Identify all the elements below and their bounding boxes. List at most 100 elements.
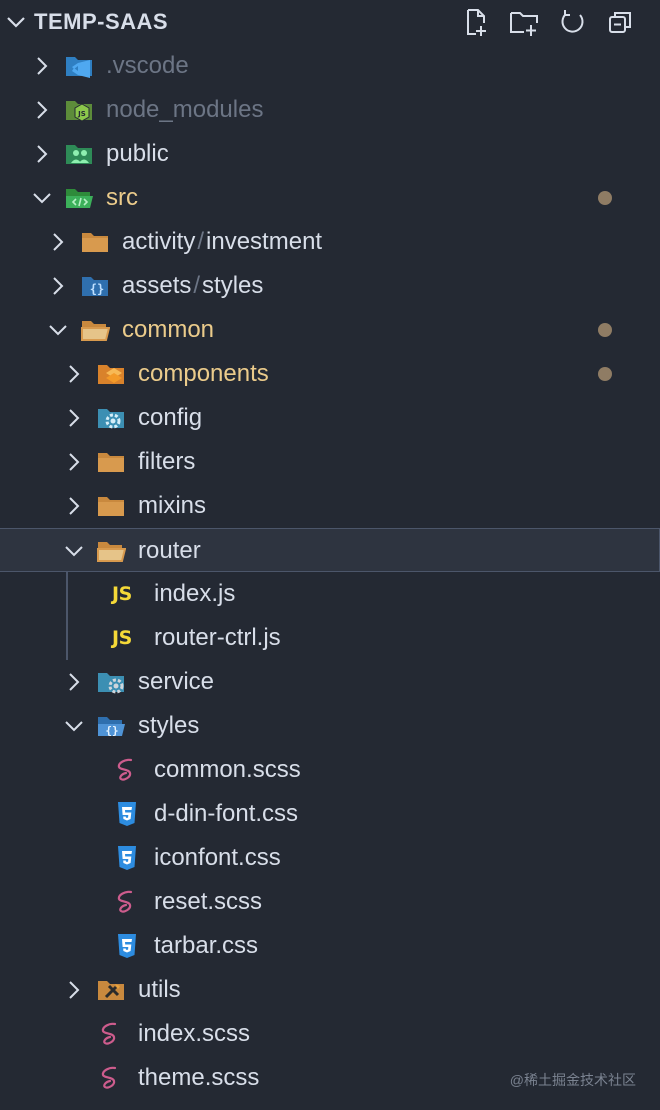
tree-folder-row[interactable]: mixins xyxy=(0,484,660,528)
public-folder-icon xyxy=(64,139,94,169)
tree-item-label: public xyxy=(106,140,169,168)
tree-folder-row[interactable]: utils xyxy=(0,968,660,1012)
tree-item-label: node_modules xyxy=(106,96,263,124)
tree-item-name: public xyxy=(106,140,169,167)
path-separator: / xyxy=(193,272,201,299)
chevron-down-icon[interactable] xyxy=(30,186,54,210)
vscode-folder-icon xyxy=(64,51,94,81)
tree-file-row[interactable]: reset.scss xyxy=(0,880,660,924)
tree-folder-row[interactable]: service xyxy=(0,660,660,704)
chevron-right-icon[interactable] xyxy=(46,274,70,298)
js-file-icon: JS xyxy=(112,627,132,649)
styles-folder-open-icon: {} xyxy=(96,711,126,741)
tree-item-label: theme.scss xyxy=(138,1064,259,1092)
tree-folder-row[interactable]: components xyxy=(0,352,660,396)
chevron-down-icon[interactable] xyxy=(62,714,86,738)
tree-item-label: src xyxy=(106,184,138,212)
tree-item-label: reset.scss xyxy=(154,888,262,916)
sass-file-icon xyxy=(112,887,142,917)
chevron-right-icon[interactable] xyxy=(62,362,86,386)
chevron-right-icon[interactable] xyxy=(62,406,86,430)
tree-item-subfolder: styles xyxy=(202,272,264,299)
js-file-icon: JS xyxy=(112,583,132,605)
tree-item-label: components xyxy=(138,360,269,388)
chevron-down-icon[interactable] xyxy=(62,539,86,563)
tree-folder-row[interactable]: {} assets/styles xyxy=(0,264,660,308)
chevron-right-icon[interactable] xyxy=(62,670,86,694)
tree-item-label: tarbar.css xyxy=(154,932,258,960)
new-folder-icon[interactable] xyxy=(508,6,540,38)
tree-item-name: node_modules xyxy=(106,96,264,123)
folder-open-icon xyxy=(80,315,111,345)
tree-item-name: common xyxy=(122,316,215,343)
svg-text:{}: {} xyxy=(90,282,104,296)
chevron-right-icon[interactable] xyxy=(62,450,86,474)
tree-item-name: theme.scss xyxy=(138,1064,260,1091)
components-folder-icon xyxy=(96,359,126,389)
tree-item-label: mixins xyxy=(138,492,206,520)
tree-item-name: router xyxy=(138,537,201,564)
chevron-right-icon[interactable] xyxy=(30,142,54,166)
sass-file-icon xyxy=(96,1063,126,1093)
chevron-right-icon[interactable] xyxy=(30,54,54,78)
tree-item-label: .vscode xyxy=(106,52,189,80)
tree-item-name: reset.scss xyxy=(154,888,263,915)
chevron-right-icon[interactable] xyxy=(30,98,54,122)
new-file-icon[interactable] xyxy=(460,6,492,38)
tree-item-label: assets/styles xyxy=(122,272,263,300)
chevron-right-icon[interactable] xyxy=(46,230,70,254)
tree-item-label: index.scss xyxy=(138,1020,250,1048)
tree-folder-row[interactable]: {} styles xyxy=(0,704,660,748)
tree-item-name: activity xyxy=(122,228,196,255)
tree-item-name: common.scss xyxy=(154,756,301,783)
chevron-right-icon[interactable] xyxy=(62,978,86,1002)
tree-folder-row[interactable]: router xyxy=(0,528,660,572)
chevron-down-icon[interactable] xyxy=(4,10,28,34)
tree-item-name: assets xyxy=(122,272,192,299)
chevron-right-icon[interactable] xyxy=(62,494,86,518)
sass-file-icon xyxy=(112,755,142,785)
explorer-title: TEMP-SAAS xyxy=(34,9,169,34)
config-folder-icon xyxy=(96,403,126,433)
node-folder-icon: JS xyxy=(64,95,94,125)
svg-text:JS: JS xyxy=(77,110,86,118)
folder-open-icon xyxy=(96,536,127,566)
refresh-icon[interactable] xyxy=(556,6,588,38)
tree-file-row[interactable]: common.scss xyxy=(0,748,660,792)
css-file-icon xyxy=(112,799,142,829)
path-separator: / xyxy=(197,228,205,255)
tree-folder-row[interactable]: filters xyxy=(0,440,660,484)
tree-folder-row[interactable]: JS node_modules xyxy=(0,88,660,132)
chevron-down-icon[interactable] xyxy=(46,318,70,342)
tree-file-row[interactable]: JS router-ctrl.js xyxy=(0,616,660,660)
tree-item-name: index.js xyxy=(154,580,236,607)
tree-folder-row[interactable]: public xyxy=(0,132,660,176)
explorer-header[interactable]: TEMP-SAAS xyxy=(0,0,660,44)
tree-item-label: config xyxy=(138,404,202,432)
tree-item-name: styles xyxy=(138,712,200,739)
tree-file-row[interactable]: tarbar.css xyxy=(0,924,660,968)
tree-file-row[interactable]: d-din-font.css xyxy=(0,792,660,836)
tree-folder-row[interactable]: activity/investment xyxy=(0,220,660,264)
collapse-all-icon[interactable] xyxy=(604,6,636,38)
indent-guide xyxy=(66,572,68,660)
tree-item-label: common xyxy=(122,316,214,344)
tree-folder-row[interactable]: src xyxy=(0,176,660,220)
tree-item-label: filters xyxy=(138,448,195,476)
tree-folder-row[interactable]: common xyxy=(0,308,660,352)
tree-item-label: activity/investment xyxy=(122,228,322,256)
utils-folder-icon xyxy=(96,975,126,1005)
tree-item-label: common.scss xyxy=(154,756,301,784)
tree-folder-row[interactable]: config xyxy=(0,396,660,440)
tree-file-row[interactable]: index.scss xyxy=(0,1012,660,1056)
tree-file-row[interactable]: JS index.js xyxy=(0,572,660,616)
tree-item-subfolder: investment xyxy=(206,228,323,255)
tree-file-row[interactable]: iconfont.css xyxy=(0,836,660,880)
styles-folder-icon: {} xyxy=(80,271,110,301)
tree-folder-row[interactable]: .vscode xyxy=(0,44,660,88)
tree-item-name: router-ctrl.js xyxy=(154,624,281,651)
tree-item-name: src xyxy=(106,184,138,211)
sass-file-icon xyxy=(96,1019,126,1049)
tree-file-row[interactable]: theme.scss xyxy=(0,1056,660,1100)
